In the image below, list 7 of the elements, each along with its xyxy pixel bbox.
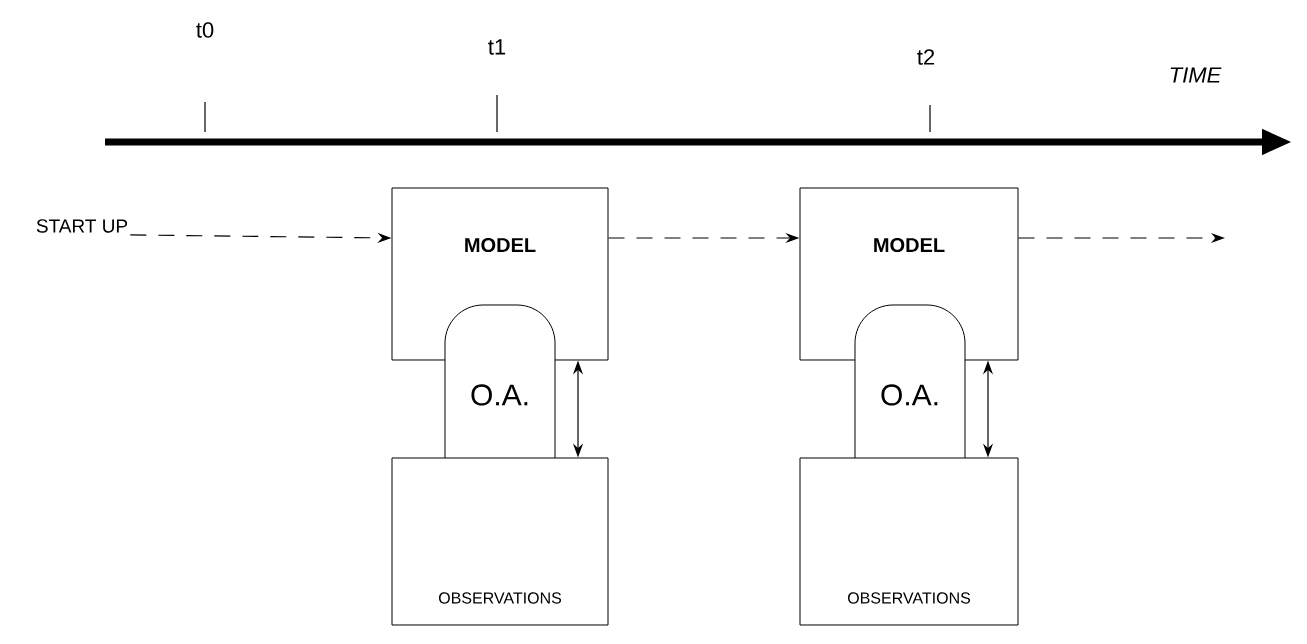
axis-label: t2 — [917, 49, 935, 65]
axis-label: t0 — [196, 22, 214, 38]
start-label: START UP — [36, 219, 128, 233]
process-box: OBSERVATIONS — [391, 457, 609, 626]
process-box: OBSERVATIONS — [799, 457, 1019, 626]
axis-label: t1 — [488, 39, 506, 55]
axis-label: TIME — [1170, 67, 1222, 83]
